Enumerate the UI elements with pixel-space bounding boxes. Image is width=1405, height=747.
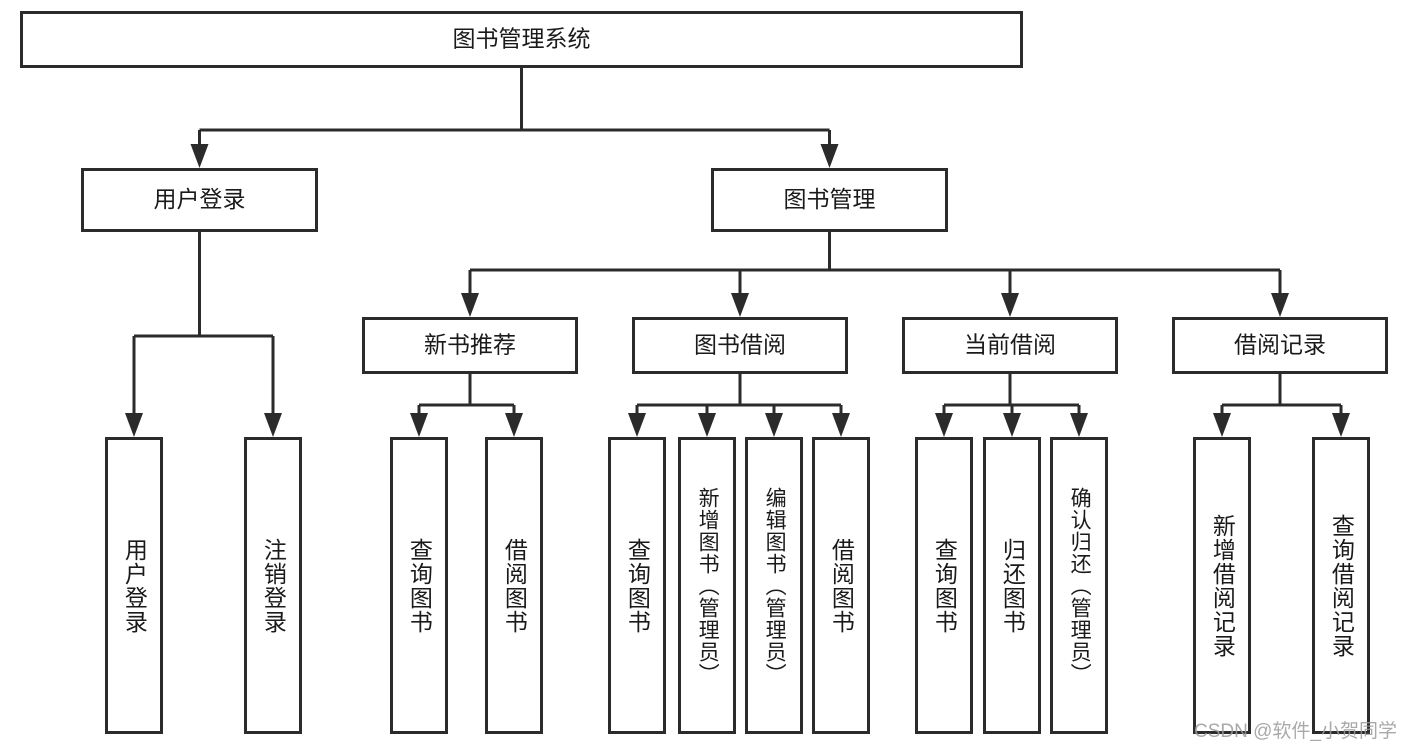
- node-leaf-query-book-1[interactable]: [390, 437, 448, 734]
- node-leaf-add-book[interactable]: [678, 437, 736, 734]
- node-new-book-recommend[interactable]: 新书推荐: [362, 317, 578, 374]
- node-leaf-confirm-return[interactable]: [1050, 437, 1108, 734]
- node-book-borrow[interactable]: 图书借阅: [632, 317, 848, 374]
- node-box[interactable]: [678, 437, 736, 734]
- node-root[interactable]: 图书管理系统: [20, 11, 1023, 68]
- node-leaf-query-book-3[interactable]: [915, 437, 973, 734]
- node-label: 用户登录: [154, 186, 246, 212]
- node-box[interactable]: [902, 317, 1118, 374]
- node-leaf-add-record[interactable]: [1193, 437, 1251, 734]
- node-box[interactable]: [485, 437, 543, 734]
- node-label: 新书推荐: [424, 332, 516, 358]
- node-leaf-user-login[interactable]: [105, 437, 163, 734]
- node-box[interactable]: [1312, 437, 1370, 734]
- node-leaf-edit-book[interactable]: [745, 437, 803, 734]
- node-box[interactable]: [20, 11, 1023, 68]
- node-leaf-query-book-2[interactable]: [608, 437, 666, 734]
- node-box[interactable]: [983, 437, 1041, 734]
- node-box[interactable]: [745, 437, 803, 734]
- node-current-borrow[interactable]: 当前借阅: [902, 317, 1118, 374]
- node-box[interactable]: [812, 437, 870, 734]
- watermark: CSDN @软件_小贺同学: [1194, 721, 1397, 742]
- node-box[interactable]: [915, 437, 973, 734]
- node-borrow-record[interactable]: 借阅记录: [1172, 317, 1388, 374]
- node-label: 图书借阅: [694, 332, 786, 358]
- node-box[interactable]: [711, 168, 948, 232]
- node-leaf-logout[interactable]: [244, 437, 302, 734]
- node-book-manage[interactable]: 图书管理: [711, 168, 948, 232]
- node-box[interactable]: [390, 437, 448, 734]
- node-box[interactable]: [1172, 317, 1388, 374]
- node-leaf-return-book[interactable]: [983, 437, 1041, 734]
- node-box[interactable]: [362, 317, 578, 374]
- node-label: 图书管理系统: [453, 26, 591, 52]
- node-leaf-borrow-book-2[interactable]: [812, 437, 870, 734]
- node-box[interactable]: [1050, 437, 1108, 734]
- node-leaf-borrow-book-1[interactable]: [485, 437, 543, 734]
- connector-layer: [125, 68, 1350, 437]
- node-box[interactable]: [105, 437, 163, 734]
- node-box[interactable]: [81, 168, 318, 232]
- node-label: 当前借阅: [964, 332, 1056, 358]
- node-user-login[interactable]: 用户登录: [81, 168, 318, 232]
- node-label: 借阅记录: [1234, 332, 1326, 358]
- node-leaf-query-record[interactable]: [1312, 437, 1370, 734]
- node-box[interactable]: [1193, 437, 1251, 734]
- node-label: 图书管理: [784, 186, 876, 212]
- node-box[interactable]: [244, 437, 302, 734]
- node-box[interactable]: [632, 317, 848, 374]
- node-box[interactable]: [608, 437, 666, 734]
